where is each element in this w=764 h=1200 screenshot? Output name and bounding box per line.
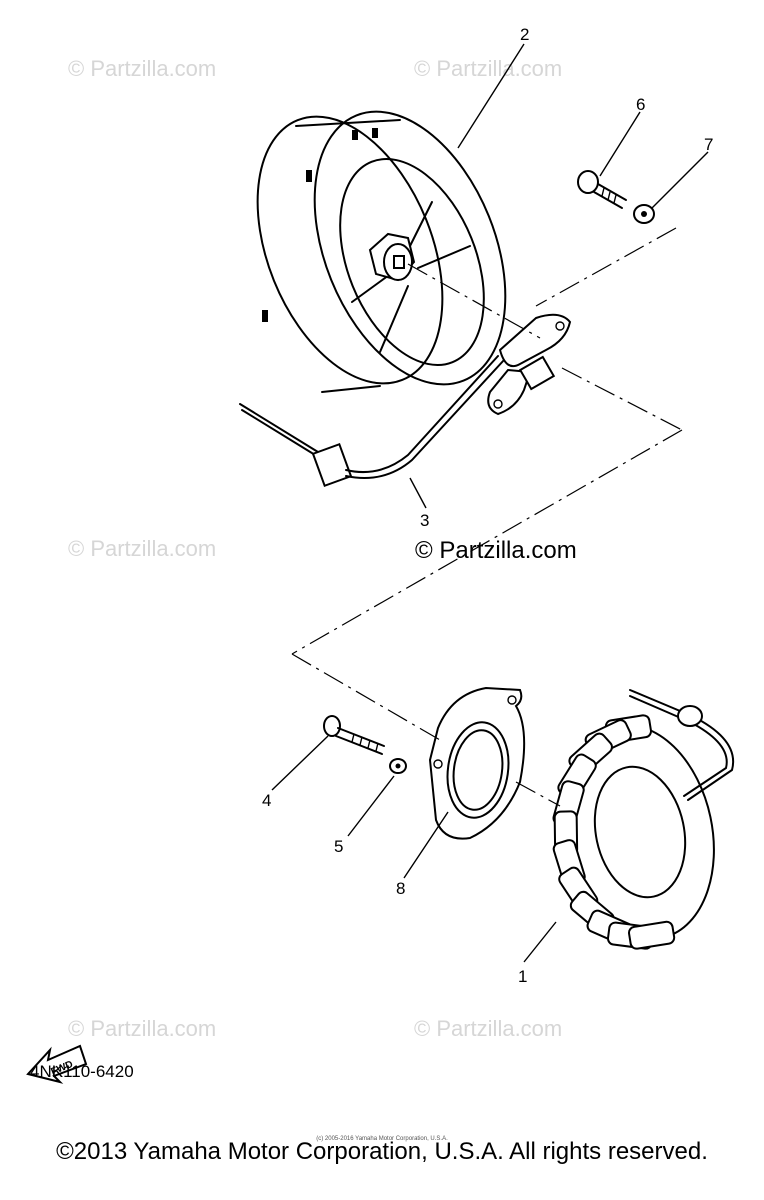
watermark: © Partzilla.com — [414, 1016, 562, 1041]
fine-print: (c) 2005-2016 Yamaha Motor Corporation, … — [316, 1136, 448, 1142]
watermark: © Partzilla.com — [68, 536, 216, 561]
callout-3: 3 — [420, 511, 429, 530]
watermark: © Partzilla.com — [68, 56, 216, 81]
watermark: © Partzilla.com — [68, 1016, 216, 1041]
callout-7: 7 — [704, 135, 713, 154]
stator-pole — [628, 920, 676, 950]
screw-6 — [577, 170, 627, 209]
callout-8: 8 — [396, 879, 405, 898]
callout-4: 4 — [262, 791, 271, 810]
fwd-arrow-icon: FWD — [26, 1044, 88, 1084]
callout-5: 5 — [334, 837, 343, 856]
callout-6: 6 — [636, 95, 645, 114]
watermark: © Partzilla.com — [414, 56, 562, 81]
washer-5 — [389, 758, 407, 774]
copyright-notice: ©2013 Yamaha Motor Corporation, U.S.A. A… — [56, 1138, 708, 1165]
cover-gasket-8 — [428, 686, 526, 840]
flywheel-rotor — [256, 110, 507, 393]
pickup-coil — [239, 313, 572, 488]
callout-1: 1 — [518, 967, 527, 986]
callout-2: 2 — [520, 25, 529, 44]
screw-4 — [323, 715, 385, 755]
watermark-center: © Partzilla.com — [415, 537, 577, 564]
diagram-code: 4NK110-6420 — [30, 1062, 134, 1081]
stator — [552, 689, 735, 950]
washer-7 — [633, 204, 655, 224]
leader-lines — [271, 43, 709, 963]
alignment-lines — [291, 227, 683, 807]
